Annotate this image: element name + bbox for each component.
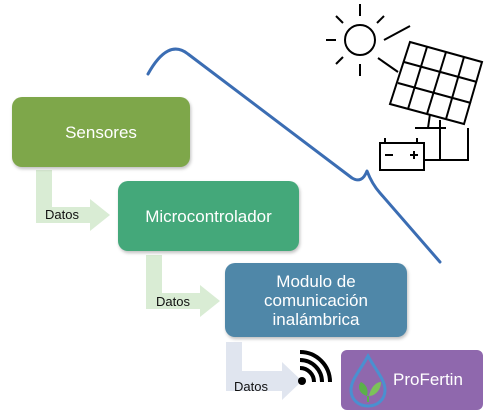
- arrow-datos-1: [36, 170, 110, 231]
- block-modulo-comunicacion: Modulo de comunicación inalámbrica: [225, 263, 407, 337]
- wifi-signal-icon: [298, 350, 332, 385]
- arrow-label-datos-1: Datos: [45, 207, 79, 222]
- brand-name: ProFertin: [393, 370, 463, 389]
- arrow-label-datos-2: Datos: [156, 294, 190, 309]
- block-microcontrolador: Microcontrolador: [118, 181, 299, 251]
- arrow-label-datos-3: Datos: [234, 379, 268, 394]
- solar-panel-icon: [388, 40, 484, 161]
- sun-icon: [326, 4, 411, 76]
- battery-icon: [379, 138, 440, 171]
- brand-badge: ProFertin: [341, 350, 483, 410]
- block-microcontrolador-label: Microcontrolador: [145, 206, 272, 226]
- block-sensores: Sensores: [12, 97, 190, 167]
- water-drop-leaf-logo: [349, 352, 387, 408]
- arrow-datos-2: [146, 255, 220, 317]
- curly-brace: [146, 47, 442, 264]
- arrow-datos-3: [226, 342, 302, 400]
- block-sensores-label: Sensores: [65, 122, 137, 142]
- block-modulo-label: Modulo de comunicación inalámbrica: [264, 271, 368, 329]
